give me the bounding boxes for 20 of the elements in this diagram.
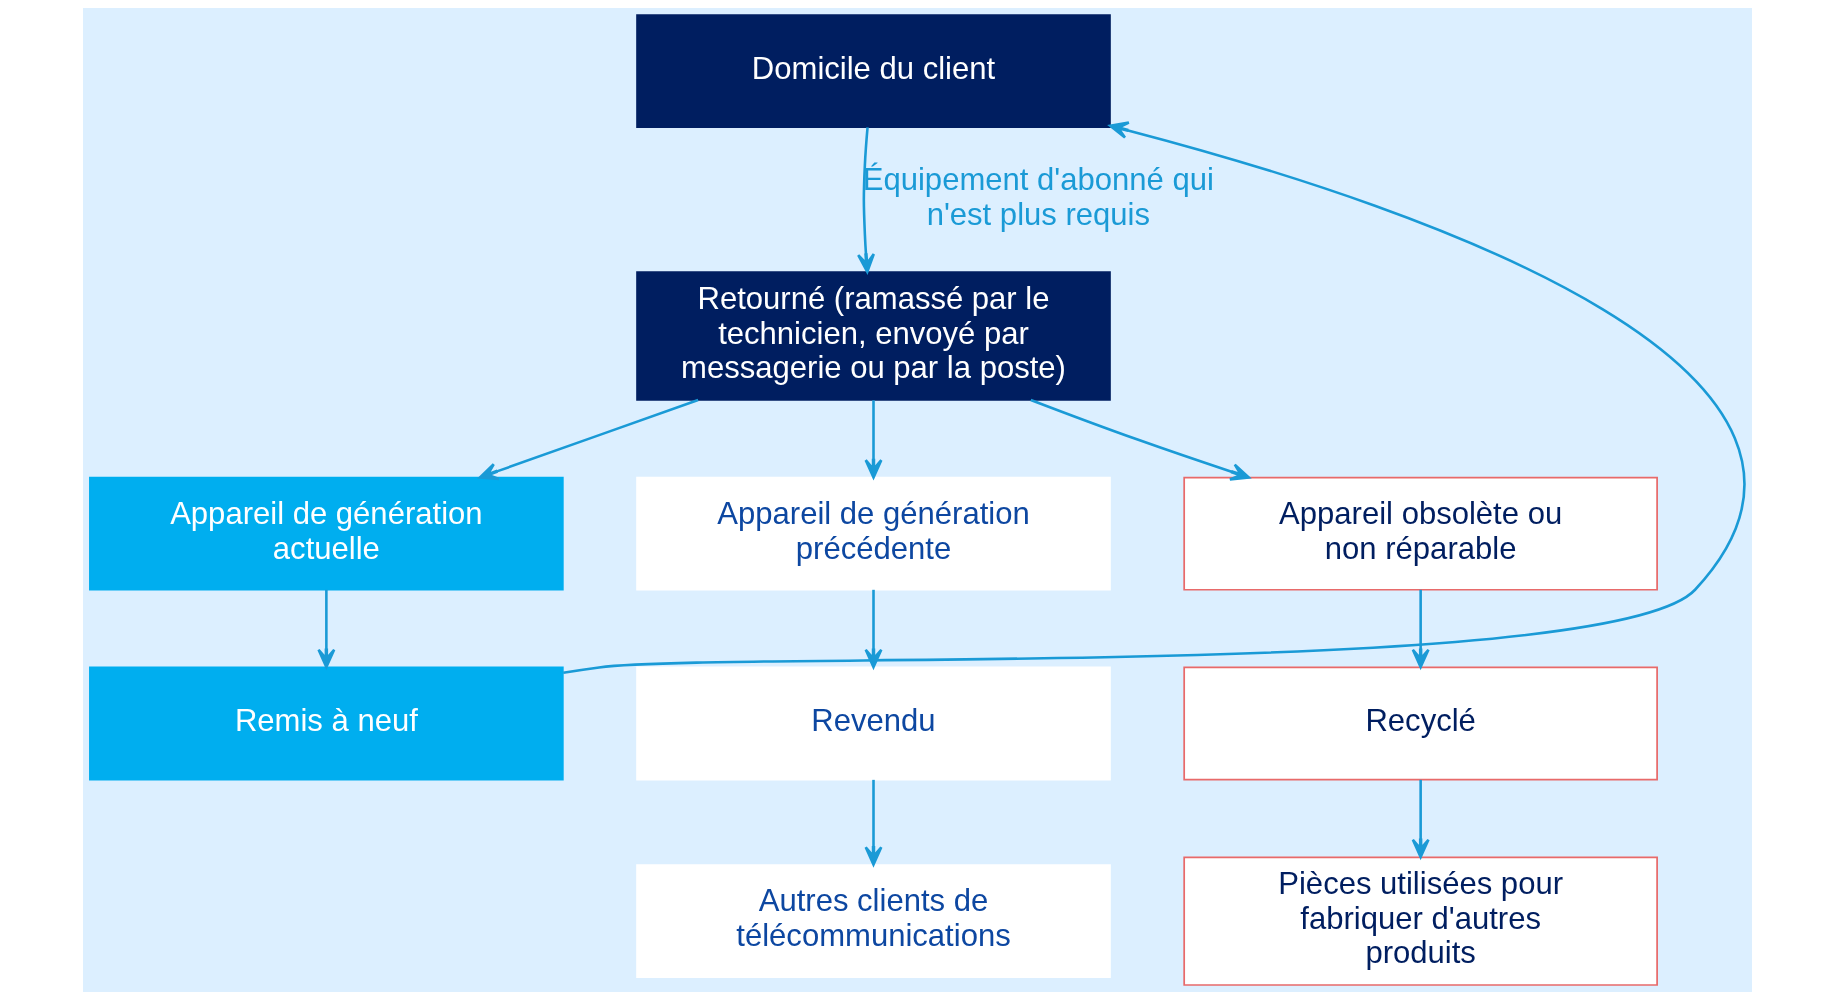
node-box: Appareil obsolète ou non réparable — [1182, 476, 1658, 591]
arrow — [856, 127, 875, 274]
node-box: Retourné (ramassé par le technicien, envoyé par messagerie ou par la poste) — [635, 271, 1111, 401]
node-box: Appareil de génération actuelle — [88, 476, 564, 591]
arrow — [562, 121, 1744, 674]
node-box: Recyclé — [1182, 666, 1658, 781]
arrow — [316, 589, 335, 669]
arrow — [863, 400, 883, 479]
node-box: Remis à neuf — [88, 666, 564, 781]
node-box: Appareil de génération précédente — [635, 476, 1111, 591]
arrow — [1411, 589, 1430, 669]
edge-label: Équipement d'abonné qui n'est plus requis — [862, 162, 1214, 232]
node-box: Autres clients de télécommunications — [635, 864, 1111, 979]
node-box: Domicile du client — [635, 14, 1111, 129]
arrow — [478, 398, 699, 481]
arrow — [863, 779, 883, 866]
node-box: Pièces utilisées pour fabriquer d'autres produits — [1182, 856, 1658, 986]
arrow — [1411, 779, 1430, 859]
node-box: Revendu — [635, 666, 1111, 781]
arrow — [1029, 398, 1250, 481]
